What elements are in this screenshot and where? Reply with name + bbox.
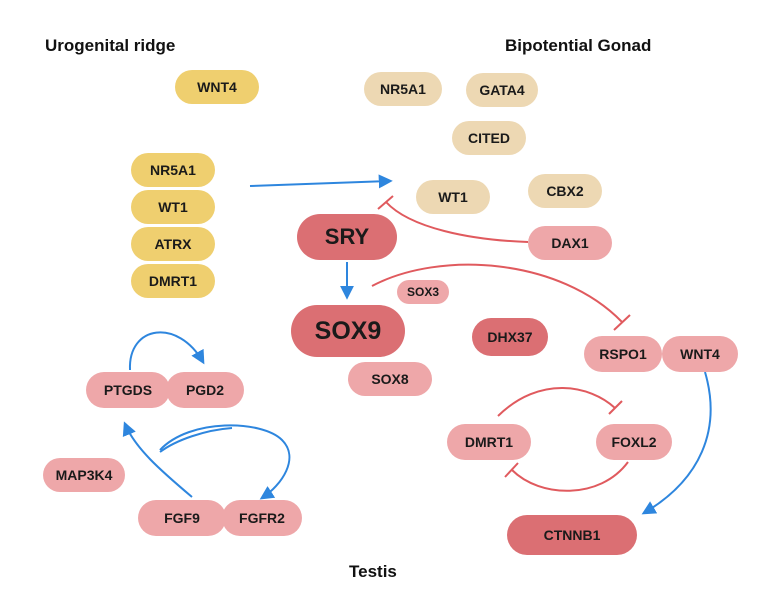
title-urogenital-ridge: Urogenital ridge <box>45 36 176 55</box>
node-rspo1: RSPO1 <box>584 336 662 372</box>
edge-wnt4-to-ctnnb1 <box>641 371 712 515</box>
node-fgfr2: FGFR2 <box>222 500 302 536</box>
node-pgd2: PGD2 <box>166 372 244 408</box>
node-map3k4: MAP3K4 <box>43 458 125 492</box>
node-sox3: SOX3 <box>397 280 449 304</box>
node-ur-dmrt1: DMRT1 <box>131 264 215 298</box>
edge-dmrt1-inhibition-bar <box>608 400 623 415</box>
edge-fgf9-to-ptgds <box>122 421 193 498</box>
edge-sox9-inhibition-bar <box>613 314 631 331</box>
edge-dmrt1-inhibits-foxl2 <box>497 387 616 417</box>
node-ur-wnt4: WNT4 <box>175 70 259 104</box>
edge-foxl2-inhibition-bar <box>504 462 519 478</box>
node-fgf9: FGF9 <box>138 500 226 536</box>
node-wnt4: WNT4 <box>662 336 738 372</box>
edge-dax1-inhibits-sry <box>385 201 529 243</box>
edge-pgd2-to-fgfr2-start <box>159 427 233 453</box>
node-sox9: SOX9 <box>291 305 405 357</box>
node-sox8: SOX8 <box>348 362 432 396</box>
node-ur-wt1: WT1 <box>131 190 215 224</box>
edge-foxl2-inhibits-dmrt1 <box>511 461 629 492</box>
node-bg-cbx2: CBX2 <box>528 174 602 208</box>
node-bg-nr5a1: NR5A1 <box>364 72 442 106</box>
edge-sox9-inhibits-rspo1 <box>371 263 623 323</box>
edge-ridge-to-gonad <box>249 174 393 189</box>
node-sry: SRY <box>297 214 397 260</box>
node-dmrt1: DMRT1 <box>447 424 531 460</box>
node-dhx37: DHX37 <box>472 318 548 356</box>
title-bipotential-gonad: Bipotential Gonad <box>505 36 652 55</box>
node-ur-atrx: ATRX <box>131 227 215 261</box>
node-bg-cited: CITED <box>452 121 526 155</box>
edge-ptgds-to-pgd2 <box>128 331 205 371</box>
node-ctnnb1: CTNNB1 <box>507 515 637 555</box>
node-foxl2: FOXL2 <box>596 424 672 460</box>
node-ptgds: PTGDS <box>86 372 170 408</box>
title-testis: Testis <box>349 562 397 581</box>
edge-dax1-inhibition-bar <box>377 195 394 210</box>
node-dax1: DAX1 <box>528 226 612 260</box>
node-bg-wt1: WT1 <box>416 180 490 214</box>
node-bg-gata4: GATA4 <box>466 73 538 107</box>
edge-pgd2-to-fgfr2 <box>159 424 291 500</box>
node-ur-nr5a1: NR5A1 <box>131 153 215 187</box>
